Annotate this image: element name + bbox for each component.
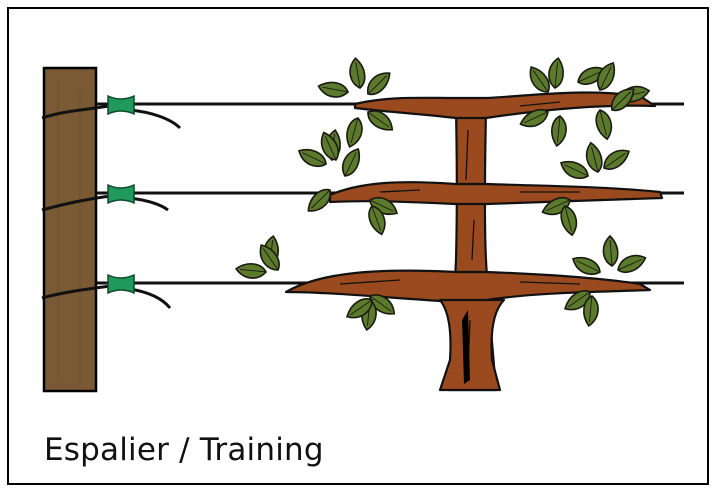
branch-middle [328,181,664,206]
branch-top [353,91,657,120]
insulator-bottom [107,273,135,295]
caption-title: Espalier / Training [44,432,324,468]
wooden-post [41,66,111,393]
branch-bottom [284,269,652,304]
insulators [107,94,135,295]
insulator-top [107,94,135,116]
insulator-middle [107,183,135,205]
